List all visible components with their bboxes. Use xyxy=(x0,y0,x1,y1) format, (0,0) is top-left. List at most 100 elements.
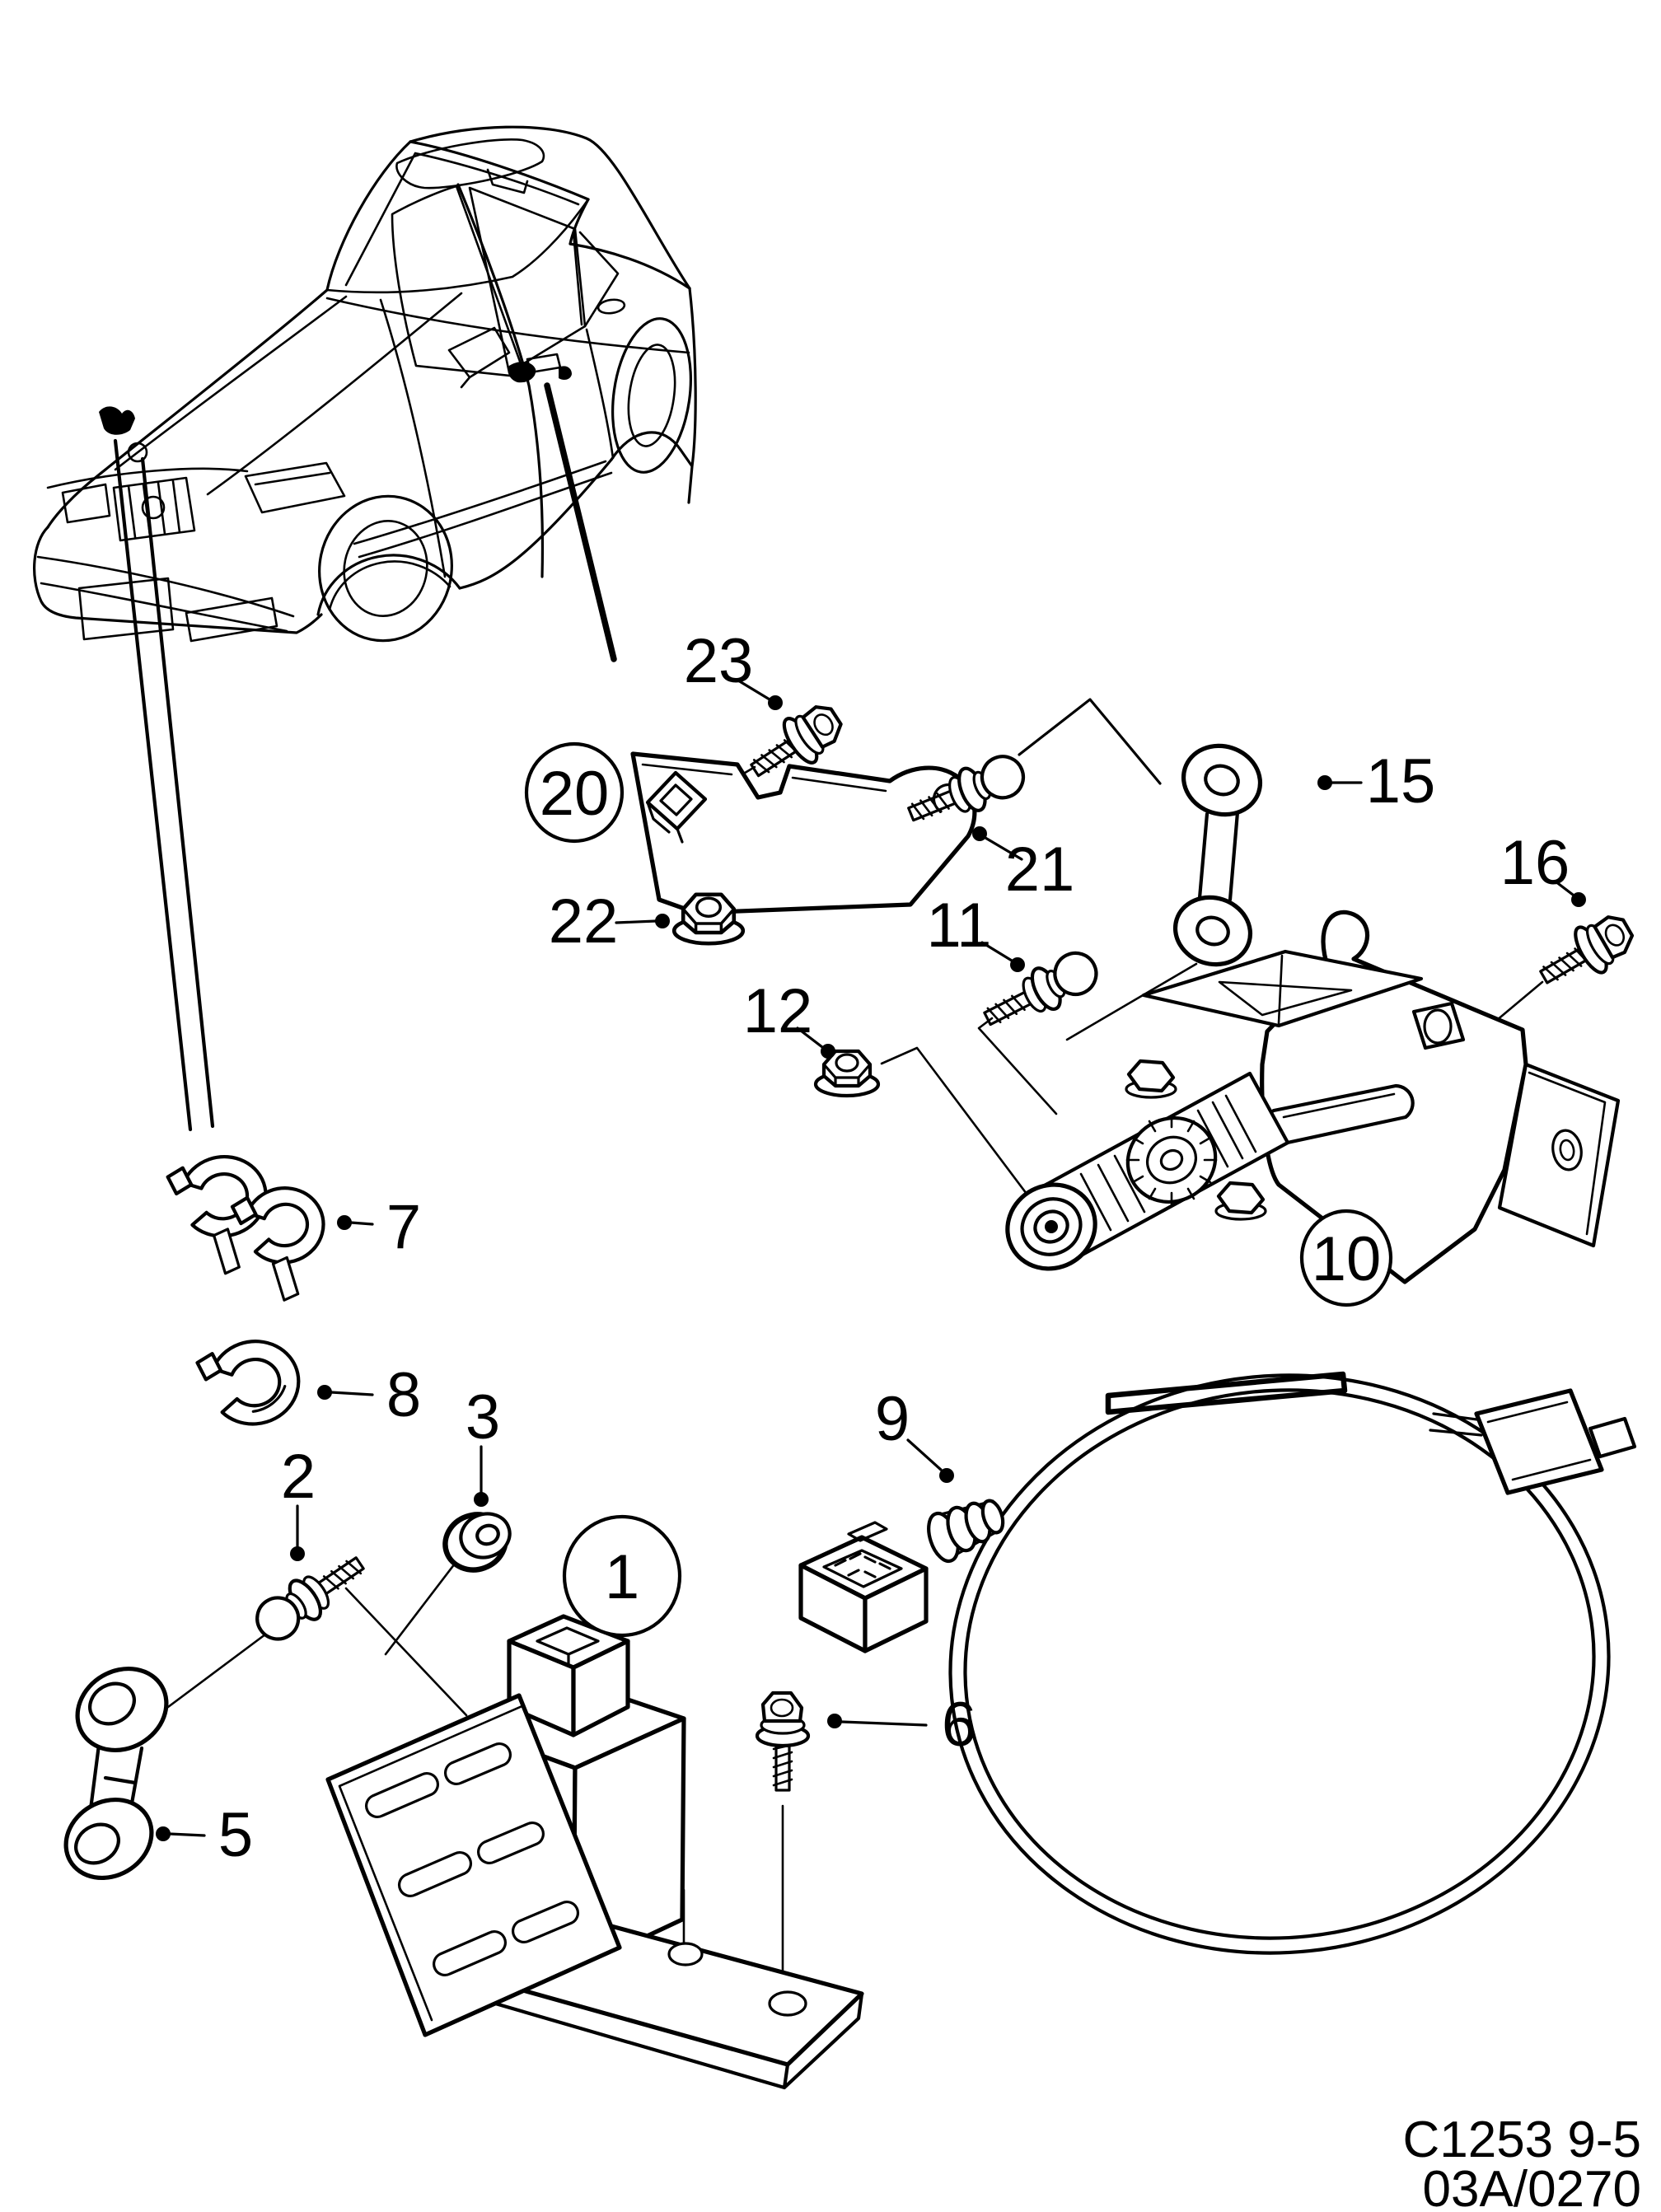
callout-20-circle xyxy=(524,741,625,844)
car-hood-crease-left xyxy=(114,295,348,471)
car-sill xyxy=(458,458,613,590)
callout-23-label: 23 xyxy=(684,626,754,696)
stud-11-body xyxy=(977,945,1104,1039)
callout-1-circle xyxy=(562,1514,682,1638)
car-b-pillar xyxy=(456,183,545,578)
callout-12-leader xyxy=(796,1026,824,1049)
callout-3-dot xyxy=(474,1492,489,1507)
callout-11-dot xyxy=(1010,957,1025,972)
car-door-sensor-mark xyxy=(508,362,572,383)
sensor-connector-tower-top xyxy=(507,1614,630,1670)
cable-harness-9 xyxy=(798,1371,1637,1955)
cable-main-connector xyxy=(798,1521,929,1653)
callout-2-label: 2 xyxy=(281,1442,316,1512)
small-connector-wires xyxy=(1429,1412,1485,1437)
callout-8: 8 xyxy=(317,1360,421,1430)
callout-16: 16 xyxy=(1500,828,1586,907)
callout-5-label: 5 xyxy=(218,1800,253,1870)
car-front-door-handle xyxy=(526,353,562,374)
cable-loop-inner xyxy=(963,1388,1596,1940)
bracket-20-outline xyxy=(630,751,977,915)
callout-8-dot xyxy=(317,1385,332,1400)
link-rod-15 xyxy=(1172,743,1263,967)
link-5-lower-face xyxy=(74,1822,120,1865)
bolt-6 xyxy=(757,1693,808,1790)
ball-stud-11 xyxy=(977,945,1104,1039)
hood-leader-line-1 xyxy=(113,438,193,1132)
base-plate-hole-right xyxy=(768,1990,807,2017)
base-plate-thickness xyxy=(459,1991,864,2090)
link-15-lower-bore xyxy=(1195,915,1230,947)
callout-11-leader xyxy=(980,941,1013,962)
clip-pair-7 xyxy=(166,1155,325,1302)
bracket-plate-20 xyxy=(630,751,977,915)
callout-3-label: 3 xyxy=(466,1382,500,1452)
link-15-rod xyxy=(1197,810,1240,902)
bracket-10-flange-inner xyxy=(1528,1071,1607,1236)
car-windshield-top xyxy=(409,140,590,201)
sensor-connector-slot xyxy=(536,1626,600,1667)
callout-7-leader xyxy=(349,1221,374,1226)
car-front-wheel-lip xyxy=(328,560,452,611)
bolt-16-body xyxy=(1531,906,1640,999)
mounting-plate-slots xyxy=(364,1742,580,1977)
callout-10-circle xyxy=(1299,1209,1393,1307)
stud-2-link-axis xyxy=(160,1623,280,1714)
car-front-bumper xyxy=(33,526,323,634)
callout-15-dot xyxy=(1317,775,1332,790)
stud-11-axis xyxy=(977,1017,1058,1115)
bolt-6-body xyxy=(757,1693,808,1790)
callout-16-dot xyxy=(1571,892,1586,907)
arm-ribs xyxy=(1079,1094,1257,1232)
car-rear-door-glass xyxy=(468,186,587,374)
sensor-bracket-assembly-1 xyxy=(325,1614,864,2090)
location-leader-lines xyxy=(113,382,617,1132)
clip-8 xyxy=(195,1340,301,1426)
arm-spline-teeth xyxy=(1125,1114,1218,1206)
callout-15: 15 xyxy=(1317,746,1435,816)
arm-pivot-bolt-lower xyxy=(1214,1181,1267,1221)
car-front-door-cut xyxy=(379,298,447,578)
callout-10-label: 10 xyxy=(1312,1224,1382,1294)
callout-12-dot xyxy=(821,1044,835,1059)
callout-23-leader xyxy=(737,679,771,701)
car-headlight-left xyxy=(61,483,111,524)
bracket-10-top-plate-hole xyxy=(1218,954,1353,1025)
cable-loop-outer xyxy=(948,1373,1611,1955)
callout-1-label: 1 xyxy=(605,1542,639,1612)
car-sunroof xyxy=(395,138,545,189)
cable-boot xyxy=(927,1499,1005,1564)
link-5-upper-face xyxy=(88,1681,136,1726)
callout-6-label: 6 xyxy=(942,1690,976,1760)
link-rod-5 xyxy=(63,1666,169,1881)
bracket-10-slot-inner xyxy=(1282,1092,1396,1119)
link-15-lower-axis xyxy=(1065,962,1198,1041)
nut-12-axis xyxy=(880,1046,1053,1228)
callout-7-dot xyxy=(337,1215,352,1230)
car-windshield xyxy=(325,152,590,294)
callout-2: 2 xyxy=(281,1442,316,1561)
arm-spline-bore xyxy=(1159,1148,1184,1171)
main-connector-pins xyxy=(822,1549,903,1588)
small-connector-body xyxy=(1474,1388,1604,1495)
car-air-intake xyxy=(185,596,278,643)
callout-20-label: 20 xyxy=(540,759,610,829)
callout-22: 22 xyxy=(549,886,670,956)
callout-20: 20 xyxy=(524,741,625,844)
callout-23-dot xyxy=(768,695,783,710)
mounting-plate xyxy=(325,1693,622,2037)
car-front-wheel xyxy=(318,494,453,643)
callout-21-leader xyxy=(984,836,1023,861)
callout-6-leader xyxy=(840,1720,928,1727)
link-15-upper-bore xyxy=(1204,764,1240,797)
sensor-arm-10 xyxy=(1005,1059,1290,1271)
callout-3: 3 xyxy=(466,1382,500,1507)
car-outline xyxy=(33,125,697,643)
clip-nut-20-outer xyxy=(645,770,708,831)
car-roofline xyxy=(409,125,691,290)
callout-15-label: 15 xyxy=(1366,746,1436,816)
callout-12-label: 12 xyxy=(743,976,813,1046)
callout-6: 6 xyxy=(827,1690,976,1760)
hood-leader-line-2 xyxy=(140,456,215,1129)
